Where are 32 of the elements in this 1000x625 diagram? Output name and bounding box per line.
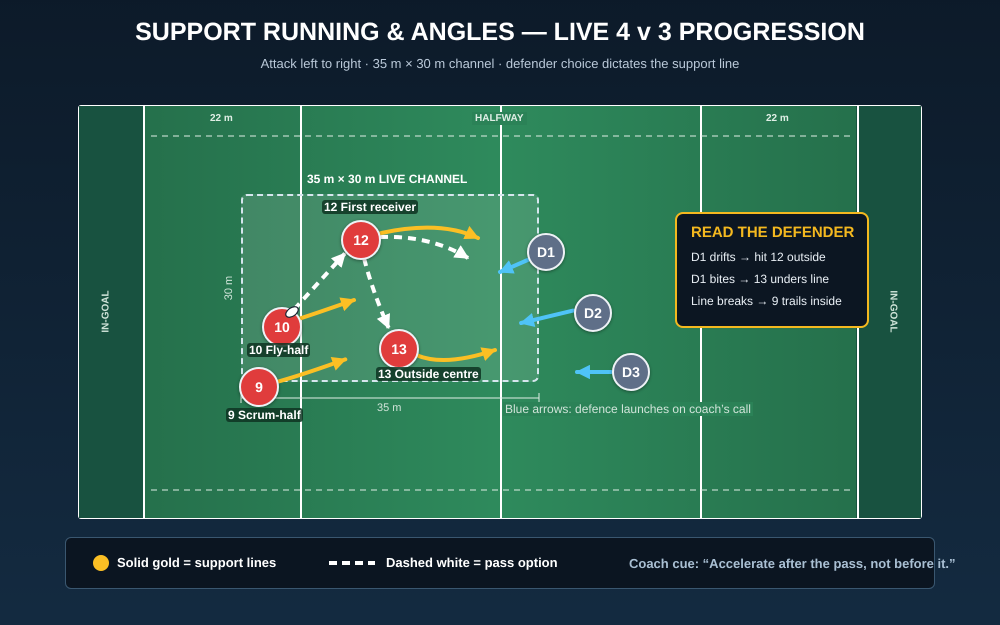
support-run-arrow: [277, 357, 348, 384]
pass-arrow: [380, 234, 470, 260]
legend-label: Solid gold = support lines: [117, 555, 276, 570]
support-run-arrow: [298, 298, 356, 320]
card-line: D1 bites → 13 unders line: [691, 272, 830, 286]
player-role-label: 13 Outside centre: [376, 367, 481, 381]
legend-label: Dashed white = pass option: [386, 555, 558, 570]
info-card: [675, 212, 869, 328]
player-role-label: 10 Fly-half: [247, 343, 310, 357]
title: SUPPORT RUNNING & ANGLES — LIVE 4 v 3 PROGRESSION: [134, 18, 866, 47]
card-heading: READ THE DEFENDER: [691, 224, 853, 241]
card-line: Line breaks → 9 trails inside: [691, 294, 843, 308]
in-goal-label: IN-GOAL: [100, 289, 112, 334]
card-line: D1 drifts → hit 12 outside: [691, 250, 827, 264]
channel-heading: 35 m × 30 m LIVE CHANNEL: [307, 172, 468, 186]
dimension-label: 35 m: [377, 402, 402, 414]
coach-cue-text: Coach cue: “Accelerate after the pass, not before it.”: [629, 556, 956, 571]
defender-run-arrow: [519, 308, 576, 327]
support-run-arrow: [378, 226, 480, 240]
channel-area: [241, 194, 539, 382]
pass-arrow: [362, 258, 390, 330]
subtitle: Attack left to right · 35 m × 30 m channel · defender choice dictates the support line: [260, 56, 740, 71]
pitch-marking-label: HALFWAY: [472, 112, 527, 125]
note-text: Blue arrows: defence launches on coach’s call: [503, 402, 753, 416]
pitch-marking-label: 22 m: [210, 113, 233, 124]
dimension-label: 30 m: [223, 274, 235, 302]
defender-run-arrow: [575, 364, 613, 380]
in-goal-label: IN-GOAL: [888, 289, 898, 334]
defender-run-arrow: [498, 258, 530, 274]
pitch-marking-label: 22 m: [766, 113, 789, 124]
player-role-label: 9 Scrum-half: [226, 408, 303, 422]
player-role-label: 12 First receiver: [322, 200, 418, 214]
